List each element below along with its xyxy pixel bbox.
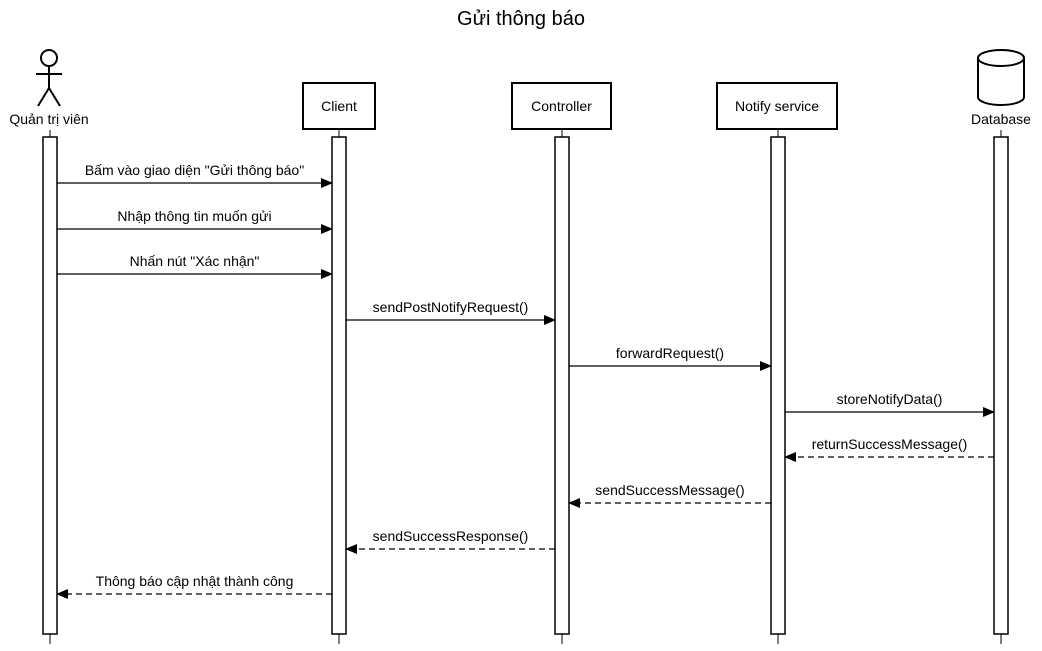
- actor-icon: [36, 49, 62, 107]
- message-7: returnSuccessMessage(): [784, 436, 994, 462]
- participant-label-client: Client: [321, 98, 357, 114]
- participant-label-admin: Quản trị viên: [9, 111, 88, 127]
- activation-bar-admin: [42, 136, 58, 635]
- participant-notify: Notify service: [716, 82, 838, 130]
- message-9: sendSuccessResponse(): [345, 528, 555, 554]
- message-4: sendPostNotifyRequest(): [346, 299, 556, 325]
- message-label-10: Thông báo cập nhật thành công: [96, 573, 294, 589]
- participant-label-db: Database: [971, 111, 1031, 127]
- participant-label-notify: Notify service: [735, 98, 819, 114]
- message-10: Thông báo cập nhật thành công: [56, 573, 332, 599]
- participant-box-notify: [716, 82, 838, 130]
- message-label-6: storeNotifyData(): [837, 391, 943, 407]
- participant-client: Client: [302, 82, 376, 130]
- message-3: Nhấn nút "Xác nhận": [57, 253, 333, 279]
- database-icon: [977, 49, 1025, 106]
- message-2: Nhập thông tin muốn gửi: [57, 208, 333, 234]
- participant-admin: Quản trị viên: [9, 49, 89, 127]
- activation-bar-controller: [554, 136, 570, 635]
- participant-db: Database: [971, 49, 1031, 127]
- participant-box-client: [302, 82, 376, 130]
- message-8: sendSuccessMessage(): [568, 482, 771, 508]
- message-label-9: sendSuccessResponse(): [373, 528, 529, 544]
- messages: Bấm vào giao diện "Gửi thông báo" Nhập th…: [56, 162, 995, 599]
- message-1: Bấm vào giao diện "Gửi thông báo": [57, 162, 333, 188]
- message-label-7: returnSuccessMessage(): [812, 436, 968, 452]
- activation-bar-notify: [770, 136, 786, 635]
- message-label-5: forwardRequest(): [616, 345, 724, 361]
- participant-label-controller: Controller: [531, 98, 592, 114]
- lifelines: [42, 129, 1009, 644]
- message-5: forwardRequest(): [569, 345, 772, 371]
- participant-controller: Controller: [511, 82, 612, 130]
- diagram-title: Gửi thông báo: [457, 8, 585, 30]
- message-6: storeNotifyData(): [785, 391, 995, 417]
- message-label-2: Nhập thông tin muốn gửi: [117, 208, 271, 224]
- activation-bar-client: [331, 136, 347, 635]
- message-label-4: sendPostNotifyRequest(): [373, 299, 529, 315]
- message-label-8: sendSuccessMessage(): [595, 482, 744, 498]
- message-label-1: Bấm vào giao diện "Gửi thông báo": [85, 162, 304, 178]
- participant-box-controller: [511, 82, 612, 130]
- message-label-3: Nhấn nút "Xác nhận": [130, 253, 260, 269]
- activation-bar-db: [993, 136, 1009, 635]
